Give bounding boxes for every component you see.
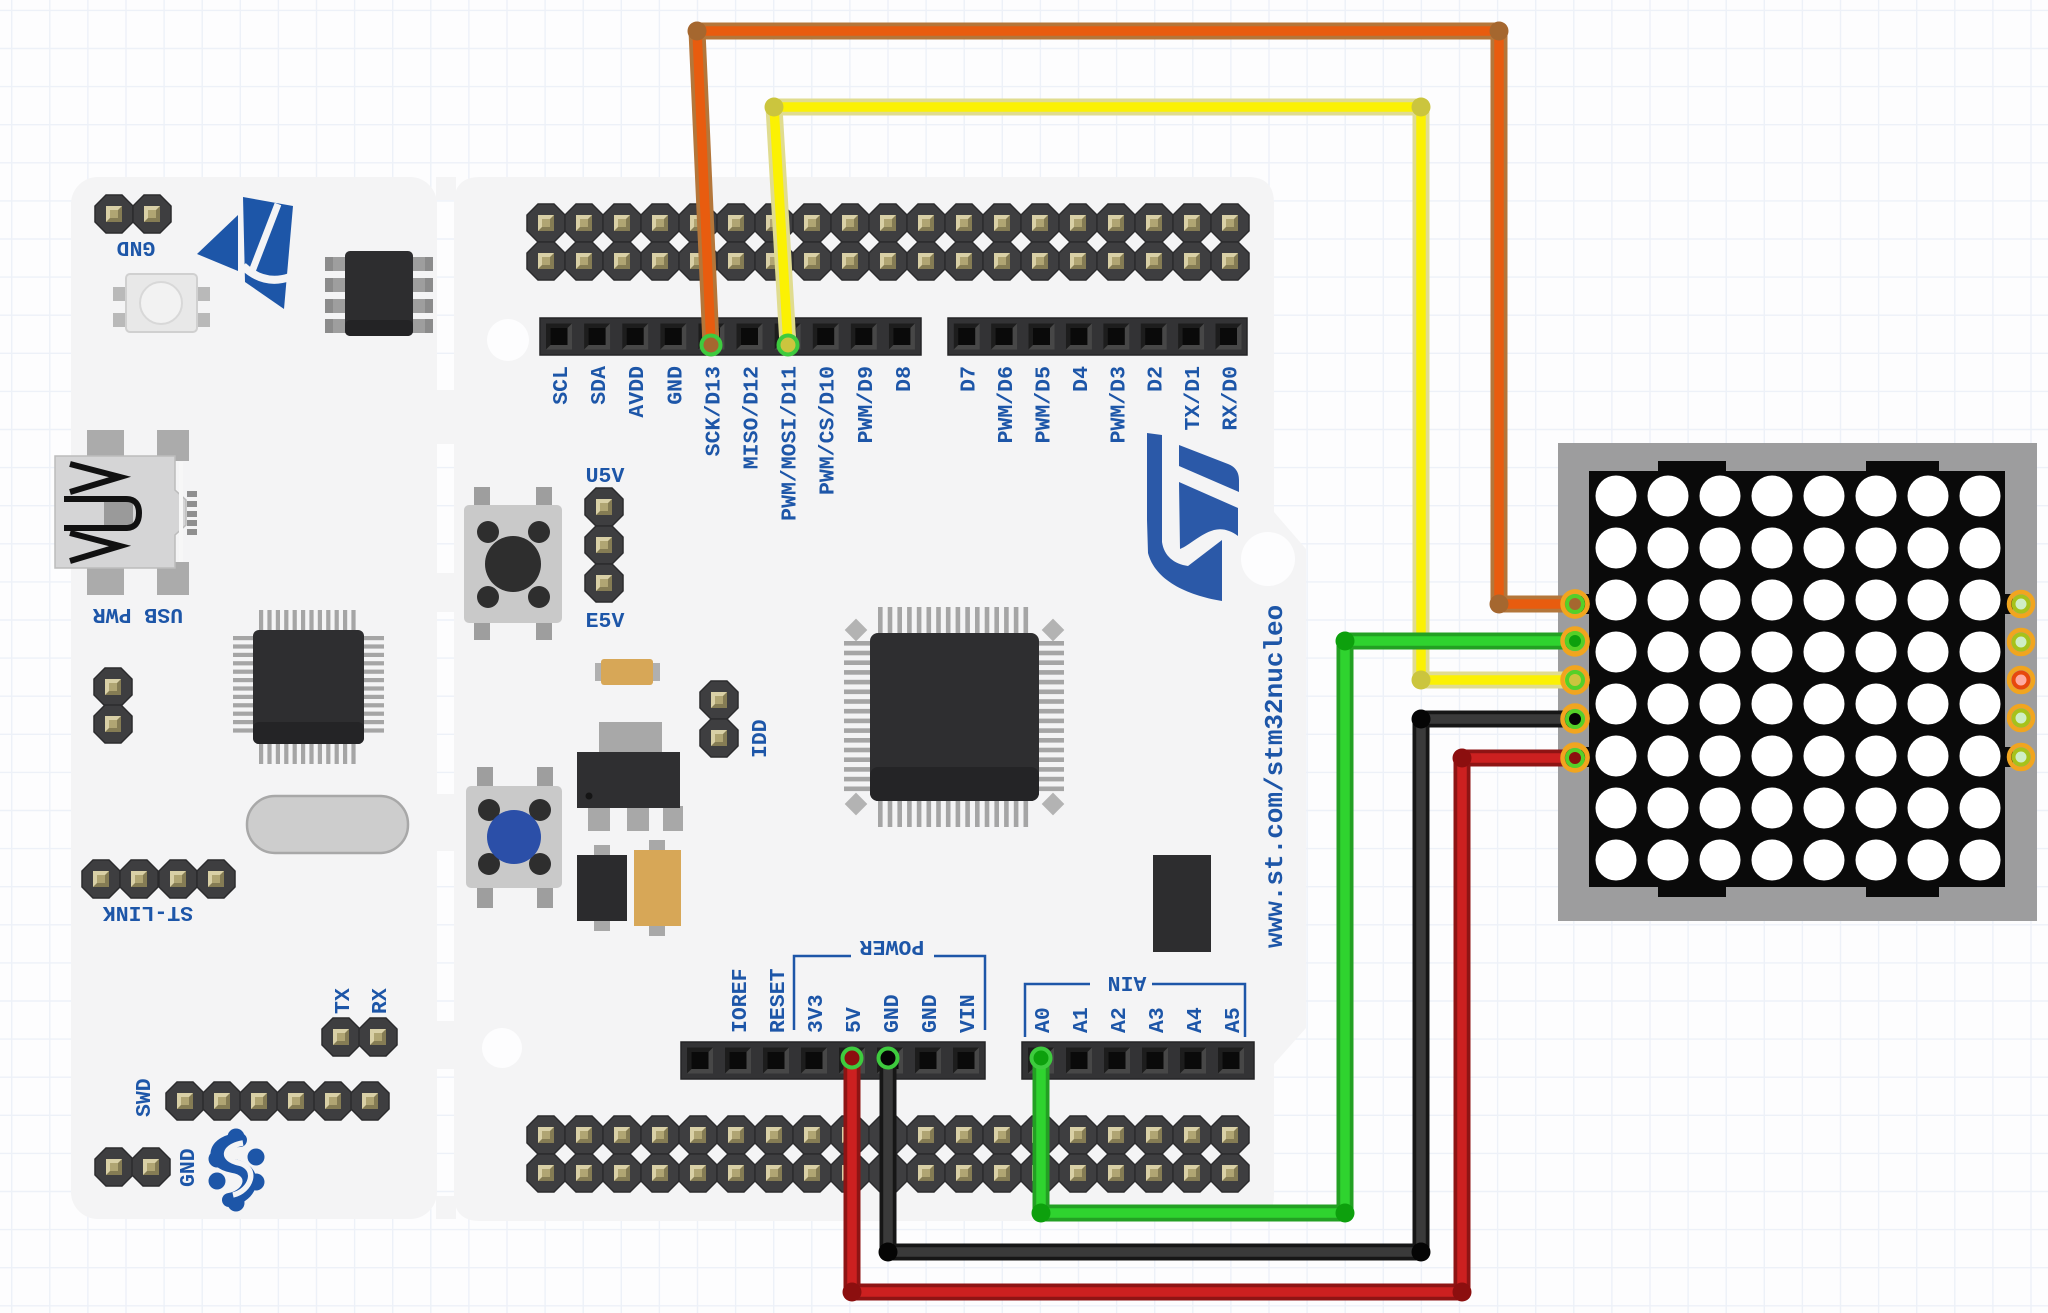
svg-text:A3: A3 — [1146, 1007, 1170, 1033]
svg-text:GND: GND — [177, 1148, 201, 1187]
svg-text:SCK/D13: SCK/D13 — [702, 366, 726, 456]
svg-text:SWD: SWD — [133, 1078, 157, 1117]
svg-text:PWM/D6: PWM/D6 — [995, 366, 1019, 443]
svg-text:IOREF: IOREF — [729, 968, 753, 1033]
svg-text:PWM/MOSI/D11: PWM/MOSI/D11 — [779, 366, 803, 521]
svg-text:A2: A2 — [1108, 1007, 1132, 1033]
svg-text:ST-LINK: ST-LINK — [103, 900, 193, 924]
svg-text:GND: GND — [664, 366, 688, 405]
svg-text:GND: GND — [117, 235, 156, 259]
svg-text:D8: D8 — [893, 366, 917, 392]
svg-text:AIN: AIN — [1108, 970, 1147, 994]
svg-text:RESET: RESET — [767, 968, 791, 1033]
svg-text:RX: RX — [369, 988, 393, 1014]
svg-text:USB PWR: USB PWR — [93, 602, 183, 626]
svg-text:GND: GND — [919, 994, 943, 1033]
svg-text:PWM/CS/D10: PWM/CS/D10 — [817, 366, 841, 495]
svg-text:MISO/D12: MISO/D12 — [741, 366, 765, 469]
svg-text:SDA: SDA — [588, 366, 612, 405]
svg-text:TX: TX — [332, 988, 356, 1014]
svg-text:POWER: POWER — [860, 934, 925, 958]
svg-text:PWM/D9: PWM/D9 — [855, 366, 879, 443]
svg-text:TX/D1: TX/D1 — [1182, 366, 1206, 431]
svg-text:D4: D4 — [1070, 366, 1094, 392]
svg-text:GND: GND — [881, 994, 905, 1033]
svg-text:A5: A5 — [1222, 1007, 1246, 1033]
svg-text:E5V: E5V — [586, 610, 625, 634]
svg-text:5V: 5V — [843, 1007, 867, 1033]
svg-text:VIN: VIN — [957, 994, 981, 1033]
svg-text:A0: A0 — [1032, 1007, 1056, 1033]
svg-text:PWM/D5: PWM/D5 — [1033, 366, 1057, 443]
svg-text:U5V: U5V — [586, 465, 625, 489]
svg-text:RX/D0: RX/D0 — [1220, 366, 1244, 431]
svg-text:SCL: SCL — [550, 366, 574, 405]
svg-text:A4: A4 — [1184, 1007, 1208, 1033]
svg-text:A1: A1 — [1070, 1007, 1094, 1033]
svg-text:AVDD: AVDD — [626, 366, 650, 418]
svg-text:D7: D7 — [958, 366, 982, 392]
svg-text:IDD: IDD — [749, 719, 773, 758]
svg-text:3V3: 3V3 — [805, 994, 829, 1033]
svg-text:PWM/D3: PWM/D3 — [1107, 366, 1131, 443]
svg-text:www.st.com/stm32nucleo: www.st.com/stm32nucleo — [1260, 605, 1290, 948]
svg-text:D2: D2 — [1145, 366, 1169, 392]
